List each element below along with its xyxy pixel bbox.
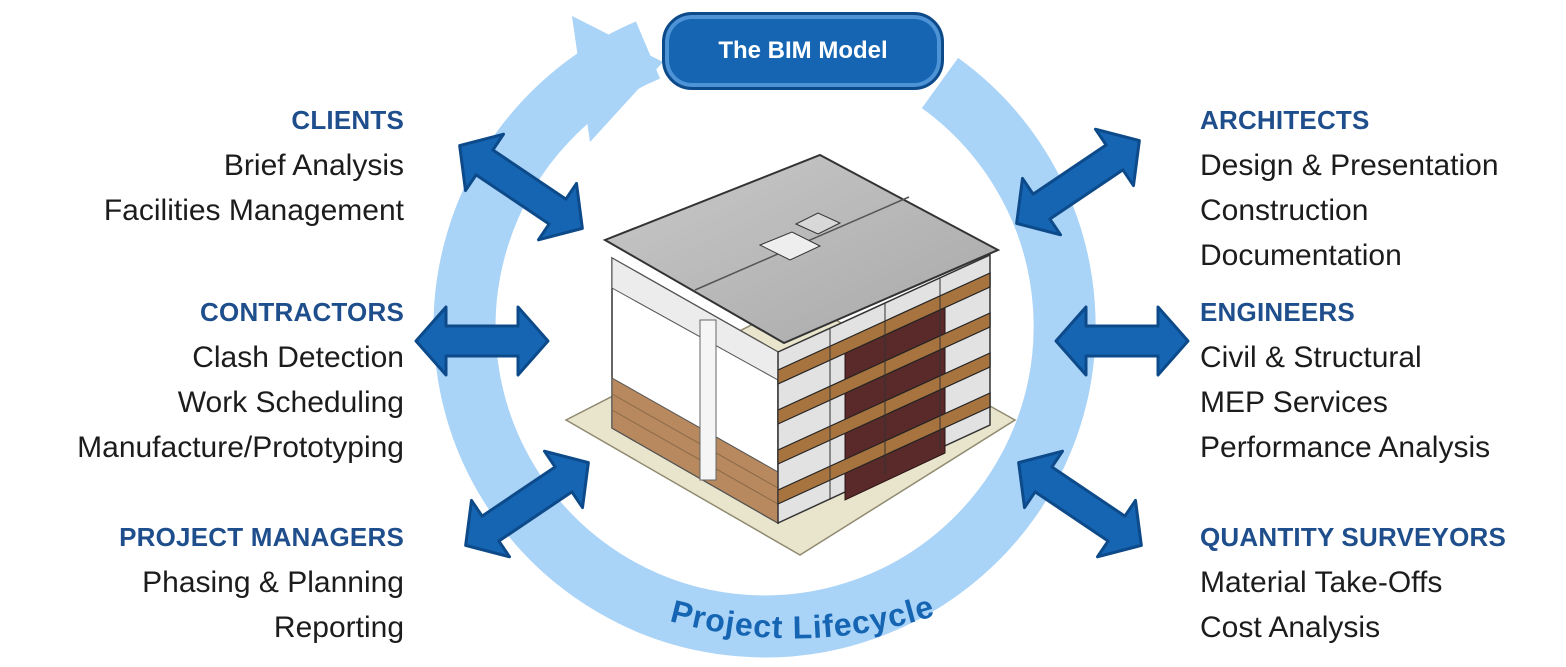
ring-arrowhead [572, 16, 663, 142]
clients-group: CLIENTS Brief Analysis Facilities Manage… [104, 98, 404, 233]
engineers-item: Performance Analysis [1200, 431, 1491, 464]
contractors-item: Manufacture/Prototyping [77, 431, 404, 464]
architects-group: ARCHITECTS Design & Presentation Constru… [1200, 98, 1499, 278]
project-managers-heading: PROJECT MANAGERS [119, 522, 404, 552]
engineers-group: ENGINEERS Civil & Structural MEP Service… [1200, 290, 1490, 470]
project-managers-arrow [464, 449, 590, 559]
engineers-arrow [1054, 305, 1190, 377]
quantity-surveyors-item: Cost Analysis [1200, 611, 1381, 644]
contractors-arrow [414, 305, 550, 377]
architects-item: Design & Presentation [1200, 149, 1499, 182]
contractors-heading: CONTRACTORS [200, 297, 404, 327]
contractors-item: Work Scheduling [177, 386, 404, 419]
project-managers-item: Reporting [273, 611, 404, 644]
architects-item: Documentation [1200, 239, 1402, 272]
clients-item: Facilities Management [103, 194, 404, 227]
clients-item: Brief Analysis [223, 149, 404, 182]
architects-item: Construction [1200, 194, 1369, 227]
lifecycle-ring [433, 16, 1096, 658]
bim-model-title: The BIM Model [662, 12, 944, 90]
quantity-surveyors-arrow [1017, 449, 1143, 559]
arrows [414, 127, 1190, 559]
quantity-surveyors-heading: QUANTITY SURVEYORS [1200, 522, 1507, 552]
building-icon [602, 153, 1001, 525]
clients-heading: CLIENTS [291, 105, 404, 135]
clients-arrow [458, 132, 584, 242]
contractors-item: Clash Detection [192, 341, 404, 374]
engineers-heading: ENGINEERS [1200, 297, 1355, 327]
project-managers-item: Phasing & Planning [142, 566, 404, 599]
architects-arrow [1015, 127, 1141, 237]
quantity-surveyors-group: QUANTITY SURVEYORS Material Take-Offs Co… [1200, 515, 1506, 650]
architects-heading: ARCHITECTS [1200, 105, 1370, 135]
project-managers-group: PROJECT MANAGERS Phasing & Planning Repo… [119, 515, 404, 650]
engineers-item: Civil & Structural [1200, 341, 1422, 374]
quantity-surveyors-item: Material Take-Offs [1200, 566, 1443, 599]
engineers-item: MEP Services [1200, 386, 1388, 419]
contractors-group: CONTRACTORS Clash Detection Work Schedul… [77, 290, 404, 470]
